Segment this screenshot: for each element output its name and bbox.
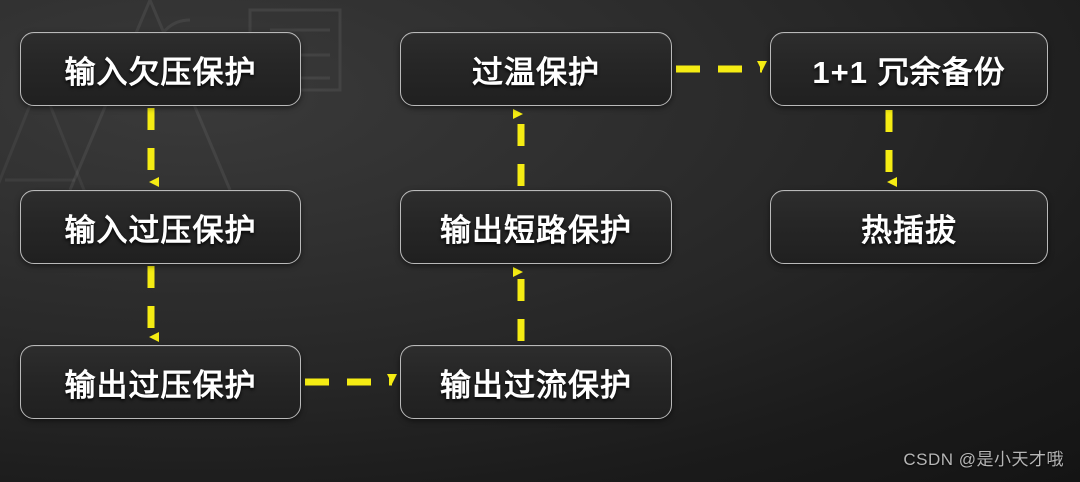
node-input-undervoltage-protection[interactable]: 输入欠压保护 xyxy=(20,32,301,106)
node-redundant-backup[interactable]: 1+1 冗余备份 xyxy=(770,32,1048,106)
node-hot-swap[interactable]: 热插拔 xyxy=(770,190,1048,264)
node-output-overvoltage-protection[interactable]: 输出过压保护 xyxy=(20,345,301,419)
node-input-overvoltage-protection[interactable]: 输入过压保护 xyxy=(20,190,301,264)
node-output-overcurrent-protection[interactable]: 输出过流保护 xyxy=(400,345,672,419)
node-over-temperature-protection[interactable]: 过温保护 xyxy=(400,32,672,106)
csdn-watermark: CSDN @是小天才哦 xyxy=(903,450,1064,469)
node-output-short-circuit-protection[interactable]: 输出短路保护 xyxy=(400,190,672,264)
